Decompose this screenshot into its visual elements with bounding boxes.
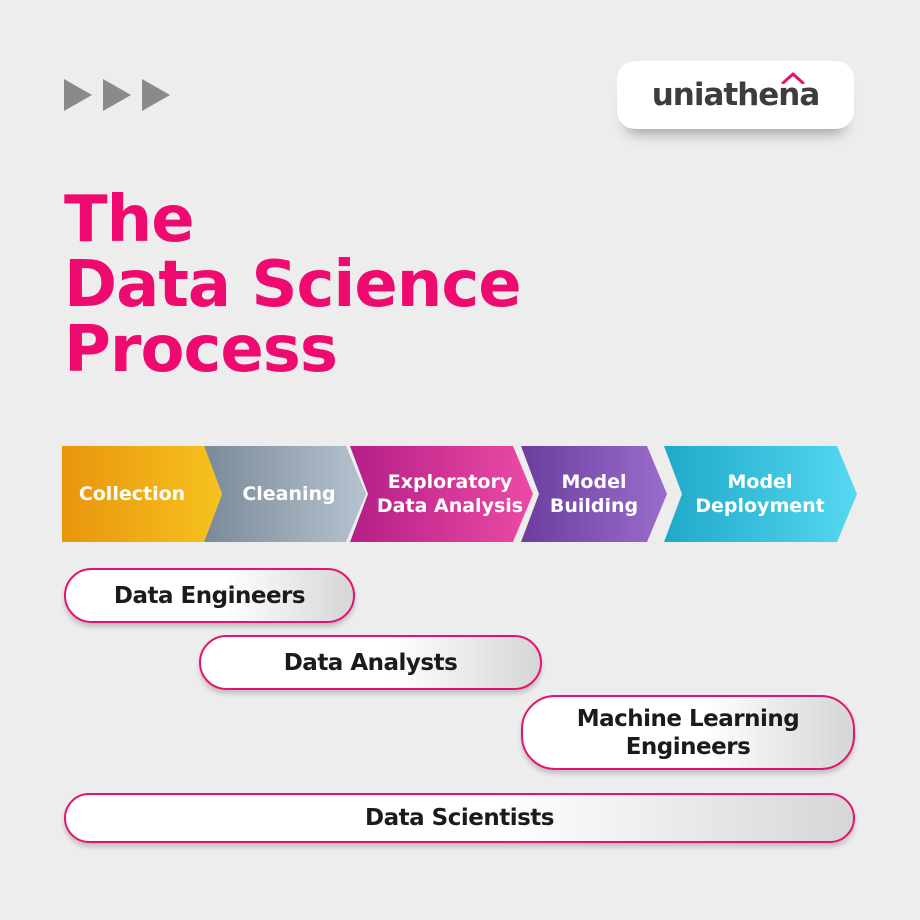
title-line-3: Process [64,313,338,387]
step-chevron-eda [350,446,533,542]
step-label-model-building: Model Building [549,471,639,517]
role-ml-engineers: Machine Learning Engineers [521,695,855,770]
title-line-2: Data Science [64,248,522,322]
process-flow [62,446,857,542]
step-label-cleaning: Cleaning [242,483,336,505]
step-chevron-deployment [664,446,857,542]
forward-arrows-icon [64,79,170,111]
title-line-1: The [64,183,195,257]
step-chevron-cleaning [204,446,366,542]
step-label-model-deployment: Model Deployment [695,471,825,517]
role-data-analysts: Data Analysts [199,635,542,690]
page-title: The Data Science Process [64,188,664,383]
step-label-collection: Collection [78,483,186,505]
step-chevron-building [521,446,667,542]
role-data-engineers: Data Engineers [64,568,355,623]
logo-text: uniathena [651,77,821,113]
step-label-eda: Exploratory Data Analysis [376,471,524,517]
step-chevron-collection [62,446,222,542]
role-data-scientists: Data Scientists [64,793,855,843]
house-roof-icon [781,72,805,84]
logo-card: uniathena [617,61,854,129]
